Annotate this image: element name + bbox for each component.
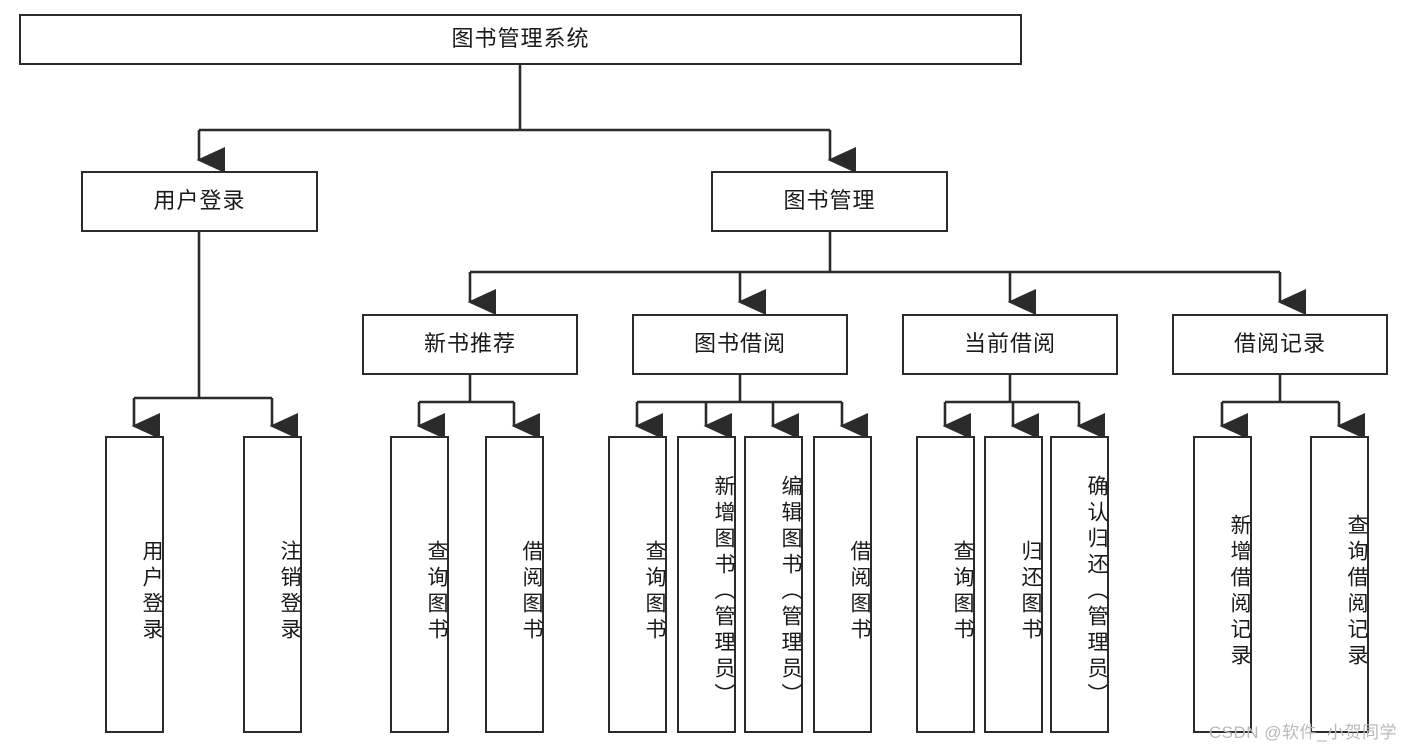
leaf-book-borrow-edit-admin[interactable]: 编辑图书（管理员） — [744, 436, 803, 733]
node-user-login[interactable]: 用户登录 — [81, 171, 318, 232]
node-label: 新增借阅记录 — [1228, 513, 1251, 670]
leaf-user-login-signin[interactable]: 用户登录 — [105, 436, 164, 733]
node-root-library-management-system[interactable]: 图书管理系统 — [19, 14, 1022, 65]
node-label: 新书推荐 — [423, 331, 516, 357]
node-borrow-records[interactable]: 借阅记录 — [1172, 314, 1388, 375]
csdn-watermark: CSDN @软件_小贺同学 — [1208, 723, 1397, 742]
node-label: 借阅图书 — [848, 539, 871, 644]
node-label: 借阅图书 — [520, 539, 543, 644]
node-label: 查询图书 — [951, 539, 974, 644]
node-label: 注销登录 — [278, 539, 301, 644]
leaf-current-borrow-query[interactable]: 查询图书 — [916, 436, 975, 733]
leaf-records-add[interactable]: 新增借阅记录 — [1193, 436, 1252, 733]
node-label: 用户登录 — [140, 539, 163, 644]
leaf-new-book-query[interactable]: 查询图书 — [390, 436, 449, 733]
node-label: 查询图书 — [425, 539, 448, 644]
node-label: 新增图书（管理员） — [712, 474, 735, 709]
node-label: 借阅记录 — [1233, 331, 1326, 357]
node-label: 确认归还（管理员） — [1085, 474, 1108, 709]
node-book-borrowing[interactable]: 图书借阅 — [632, 314, 848, 375]
node-label: 归还图书 — [1019, 539, 1042, 644]
node-label: 图书管理 — [783, 188, 876, 214]
node-label: 图书管理系统 — [451, 26, 590, 52]
node-label: 当前借阅 — [963, 331, 1056, 357]
node-label: 查询借阅记录 — [1345, 513, 1368, 670]
node-label: 查询图书 — [643, 539, 666, 644]
node-label: 图书借阅 — [693, 331, 786, 357]
node-label: 编辑图书（管理员） — [779, 474, 802, 709]
leaf-user-login-signout[interactable]: 注销登录 — [243, 436, 302, 733]
leaf-book-borrow-add-admin[interactable]: 新增图书（管理员） — [677, 436, 736, 733]
leaf-book-borrow-borrow[interactable]: 借阅图书 — [813, 436, 872, 733]
leaf-records-query[interactable]: 查询借阅记录 — [1310, 436, 1369, 733]
leaf-current-borrow-return[interactable]: 归还图书 — [984, 436, 1043, 733]
node-book-management[interactable]: 图书管理 — [711, 171, 948, 232]
leaf-current-borrow-confirm-admin[interactable]: 确认归还（管理员） — [1050, 436, 1109, 733]
node-new-book-recommendation[interactable]: 新书推荐 — [362, 314, 578, 375]
leaf-book-borrow-query[interactable]: 查询图书 — [608, 436, 667, 733]
leaf-new-book-borrow[interactable]: 借阅图书 — [485, 436, 544, 733]
node-current-borrowing[interactable]: 当前借阅 — [902, 314, 1118, 375]
node-label: 用户登录 — [153, 188, 246, 214]
